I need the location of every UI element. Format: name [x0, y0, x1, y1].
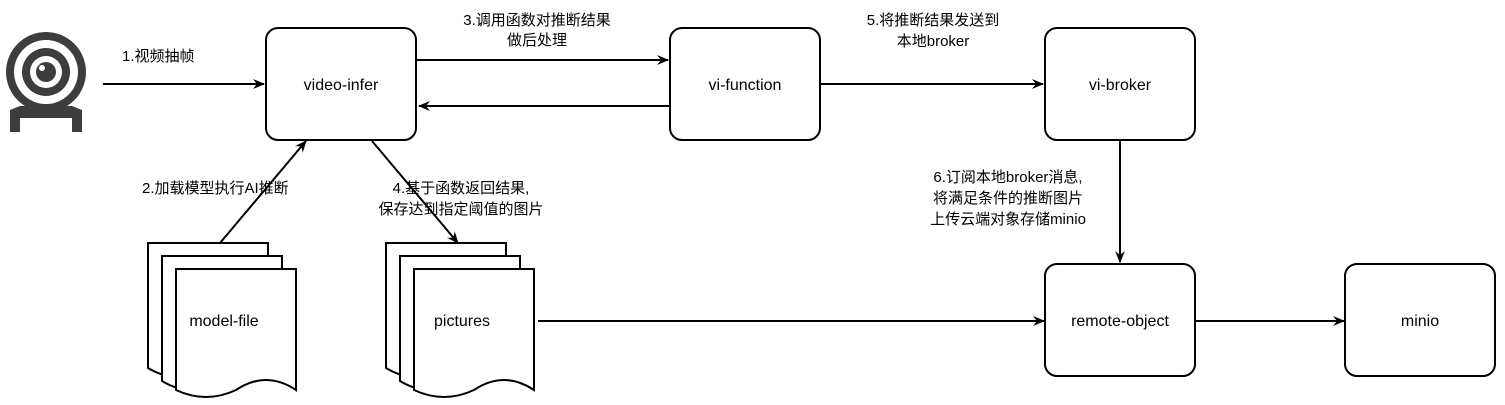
edge-label-step5-line1: 5.将推断结果发送到: [867, 12, 1000, 29]
edge-label-step4-line2: 保存达到指定阈值的图片: [378, 201, 543, 218]
edge-video-infer-to-pictures: [371, 140, 459, 244]
edge-label-step3-line2: 做后处理: [507, 32, 567, 49]
label-video-infer: video-infer: [304, 77, 379, 94]
label-minio: minio: [1401, 313, 1439, 330]
edge-label-step6-line3: 上传云端对象存储minio: [930, 211, 1086, 228]
edges: [103, 55, 1345, 326]
node-pictures[interactable]: [385, 242, 535, 398]
edge-label-step6-line1: 6.订阅本地broker消息,: [933, 169, 1082, 186]
edge-label-step6-line2: 将满足条件的推断图片: [933, 190, 1083, 207]
edge-label-step4-line1: 4.基于函数返回结果,: [393, 180, 530, 197]
webcam-icon: [6, 32, 86, 132]
node-video-infer[interactable]: [265, 27, 417, 141]
label-pictures: pictures: [434, 313, 490, 330]
node-model-file[interactable]: [147, 242, 297, 398]
node-remote-object[interactable]: [1044, 263, 1196, 377]
edge-label-step1: 1.视频抽帧: [122, 48, 195, 65]
node-minio[interactable]: [1344, 263, 1496, 377]
node-vi-function[interactable]: [669, 27, 821, 141]
label-vi-broker: vi-broker: [1089, 77, 1152, 94]
label-model-file: model-file: [189, 313, 258, 330]
edge-label-step5-line2: 本地broker: [897, 33, 970, 50]
label-vi-function: vi-function: [709, 77, 782, 94]
edge-label-step3-line1: 3.调用函数对推断结果: [463, 12, 611, 29]
label-remote-object: remote-object: [1071, 313, 1169, 330]
edge-label-step2: 2.加载模型执行AI推断: [142, 180, 289, 197]
node-vi-broker[interactable]: [1044, 27, 1196, 141]
edge-model-file-to-video-infer: [219, 140, 307, 244]
